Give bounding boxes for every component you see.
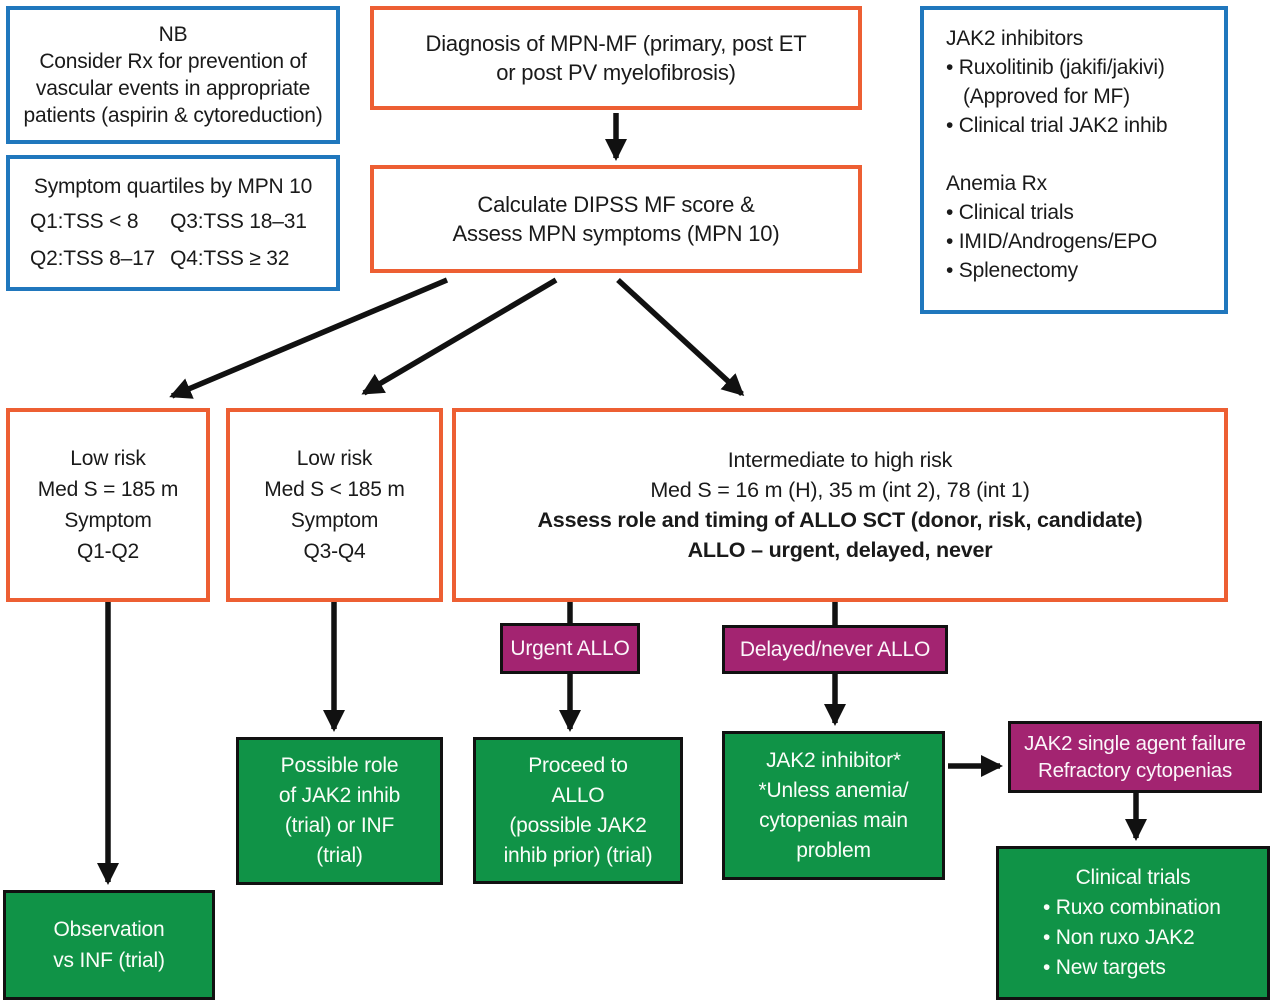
text-line: Intermediate to high risk [727, 448, 953, 472]
text-line: or post PV myelofibrosis) [496, 60, 736, 85]
text-line: Q1-Q2 [76, 540, 140, 563]
text-line: vascular events in appropriate [35, 77, 311, 100]
bullet-item-continuation: (Approved for MF) [963, 85, 1130, 108]
low-risk-q1q2-box: Low risk Med S = 185 m Symptom Q1-Q2 [6, 408, 210, 602]
quartile-q1: Q1:TSS < 8 [30, 210, 139, 233]
bullet-item: • Clinical trial JAK2 inhib [946, 114, 1168, 137]
text-line: Calculate DIPSS MF score & [477, 192, 755, 217]
text-line: ALLO – urgent, delayed, never [687, 538, 993, 562]
bullet-item: • Non ruxo JAK2 [1043, 926, 1195, 949]
text-line: Low risk [70, 447, 146, 470]
diagnosis-box: Diagnosis of MPN-MF (primary, post ET or… [370, 6, 862, 110]
text-line: Consider Rx for prevention of [39, 50, 307, 73]
quartiles-grid: Q1:TSS < 8 Q3:TSS 18–31 Q2:TSS 8–17 Q4:T… [10, 210, 336, 271]
text-line: Q3-Q4 [303, 540, 366, 563]
quartiles-title: Symptom quartiles by MPN 10 [33, 175, 313, 198]
text-line: Urgent ALLO [510, 636, 630, 660]
text-line: Diagnosis of MPN-MF (primary, post ET [425, 31, 807, 56]
intermediate-high-risk-box: Intermediate to high risk Med S = 16 m (… [452, 408, 1228, 602]
text-line: of JAK2 inhib [278, 784, 401, 807]
delayed-never-allo-chip: Delayed/never ALLO [722, 625, 948, 674]
text-line: (trial) [316, 844, 363, 867]
observation-box: Observation vs INF (trial) [3, 890, 215, 1000]
nb-note-box: NB Consider Rx for prevention of vascula… [6, 6, 340, 144]
quartile-q2: Q2:TSS 8–17 [30, 247, 156, 270]
anemia-rx-heading: Anemia Rx [946, 172, 1047, 195]
arrow-calculate-to-lowrisk2 [361, 277, 558, 396]
text-line: ALLO [551, 783, 605, 807]
text-line: Med S < 185 m [264, 478, 405, 501]
clinical-trials-box: Clinical trials • Ruxo combination • Non… [996, 846, 1270, 1000]
bullet-item: • Ruxolitinib (jakifi/jakivi) [946, 56, 1165, 79]
proceed-to-allo-box: Proceed to ALLO (possible JAK2 inhib pri… [473, 737, 683, 884]
symptom-quartiles-box: Symptom quartiles by MPN 10 Q1:TSS < 8 Q… [6, 155, 340, 291]
jak2-note-heading: JAK2 inhibitors [946, 27, 1084, 50]
text-line: inhib prior) (trial) [503, 843, 653, 867]
text-line: *Unless anemia/ [758, 778, 909, 802]
bullet-item: • Ruxo combination [1043, 896, 1221, 919]
bullet-item: • IMID/Androgens/EPO [946, 230, 1158, 253]
calculate-dipss-box: Calculate DIPSS MF score & Assess MPN sy… [370, 165, 862, 273]
text-line: Assess role and timing of ALLO SCT (dono… [537, 508, 1143, 532]
bullet-item: • Clinical trials [946, 201, 1074, 224]
text-line: Assess MPN symptoms (MPN 10) [452, 221, 780, 246]
quartile-q4: Q4:TSS ≥ 32 [170, 247, 290, 270]
text-line: JAK2 single agent failure [1024, 732, 1246, 755]
text-line: Observation [53, 918, 165, 941]
text-line: Delayed/never ALLO [739, 637, 931, 661]
text-line: Med S = 185 m [37, 478, 179, 501]
possible-role-jak2-box: Possible role of JAK2 inhib (trial) or I… [236, 737, 443, 885]
arrow-calculate-to-lowrisk1 [169, 277, 449, 399]
text-line: problem [796, 838, 871, 862]
jak2-inhibitor-box: JAK2 inhibitor* *Unless anemia/ cytopeni… [722, 731, 945, 880]
quartile-q3: Q3:TSS 18–31 [170, 210, 307, 233]
arrow-calculate-to-inthigh [616, 277, 745, 397]
bullet-item: • Splenectomy [946, 259, 1078, 282]
text-line: Possible role [280, 754, 399, 777]
spacer [946, 140, 1218, 169]
text-line: (possible JAK2 [509, 813, 647, 837]
clinical-trials-title: Clinical trials [1075, 866, 1191, 889]
bullet-item: • New targets [1043, 956, 1166, 979]
text-line: cytopenias main [759, 808, 908, 832]
text-line: patients (aspirin & cytoreduction) [23, 104, 323, 127]
jak2-inhibitors-note-box: JAK2 inhibitors • Ruxolitinib (jakifi/ja… [920, 6, 1228, 314]
low-risk-q3q4-box: Low risk Med S < 185 m Symptom Q3-Q4 [226, 408, 443, 602]
text-line: Symptom [64, 509, 152, 532]
text-line: vs INF (trial) [53, 949, 165, 972]
jak2-failure-box: JAK2 single agent failure Refractory cyt… [1008, 721, 1262, 793]
text-line: NB [158, 23, 188, 46]
text-line: JAK2 inhibitor* [766, 748, 901, 772]
text-line: Proceed to [528, 753, 628, 777]
text-line: (trial) or INF [284, 814, 395, 837]
urgent-allo-chip: Urgent ALLO [500, 623, 640, 674]
text-line: Low risk [296, 447, 373, 470]
text-line: Med S = 16 m (H), 35 m (int 2), 78 (int … [650, 478, 1030, 502]
text-line: Symptom [290, 509, 379, 532]
text-line: Refractory cytopenias [1037, 759, 1233, 782]
